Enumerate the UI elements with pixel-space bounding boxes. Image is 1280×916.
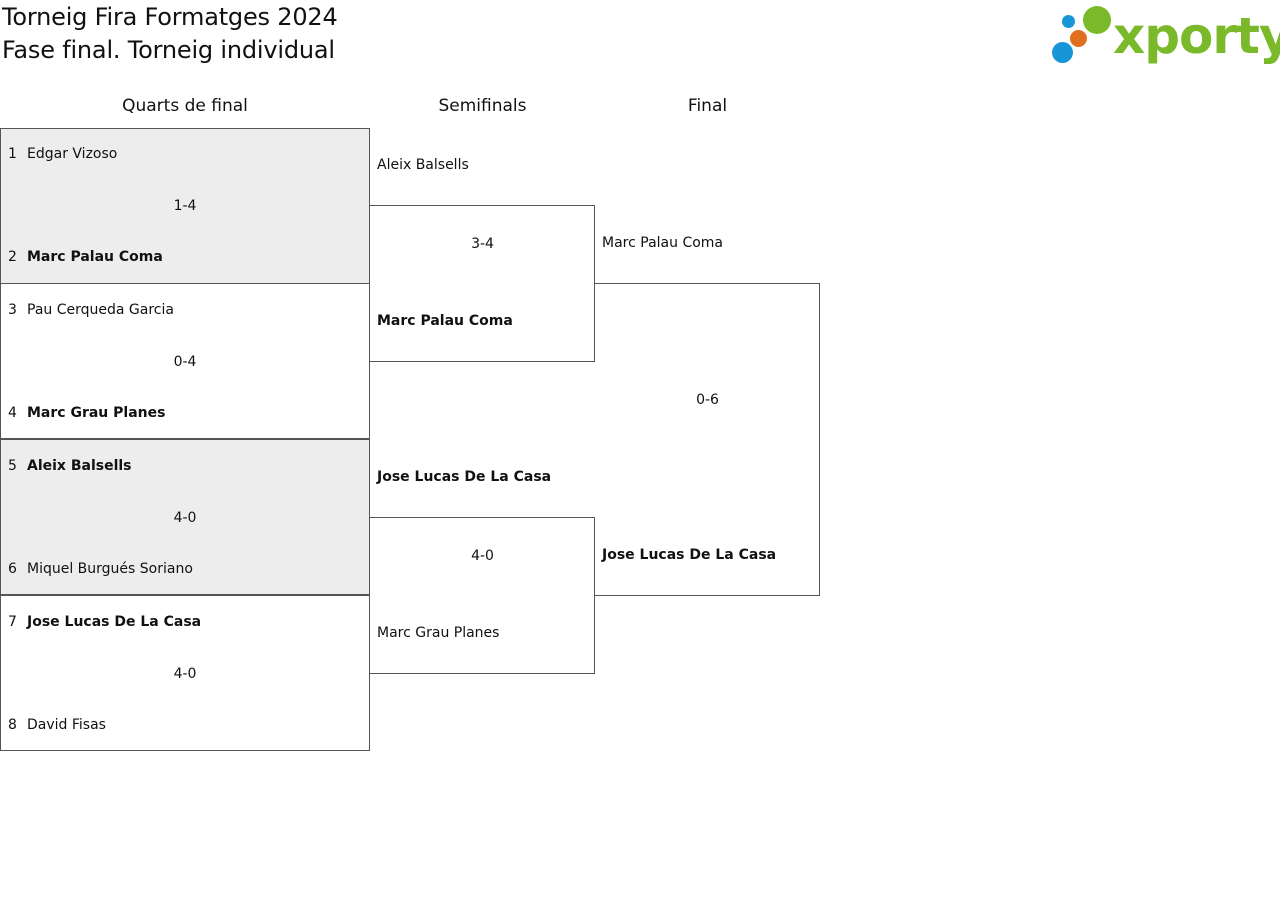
logo-wordmark: xporty: [1113, 7, 1280, 65]
sf2-score: 4-0: [471, 548, 494, 564]
final-player-1: Marc Palau Coma: [602, 235, 723, 251]
semifinal-match-1[interactable]: [370, 205, 595, 362]
qf4-player-2: 8 David Fisas: [8, 717, 106, 733]
seed-number: 7: [8, 614, 17, 630]
player-name: Miquel Burgués Soriano: [27, 561, 193, 577]
xporty-logo[interactable]: xporty: [1050, 4, 1280, 68]
qf3-score: 4-0: [173, 510, 197, 526]
logo-orange-dot: [1070, 30, 1087, 47]
sf1-player-1: Aleix Balsells: [377, 157, 469, 173]
final-match[interactable]: [595, 283, 820, 596]
seed-number: 5: [8, 458, 17, 474]
seed-number: 3: [8, 302, 17, 318]
player-name: Marc Palau Coma: [27, 249, 163, 265]
sf1-score: 3-4: [471, 236, 494, 252]
quarterfinal-match-1[interactable]: 1 Edgar Vizoso 1-4 2 Marc Palau Coma: [0, 128, 370, 284]
logo-blue-dot-small: [1062, 15, 1075, 28]
qf1-player-1: 1 Edgar Vizoso: [8, 146, 117, 162]
qf3-player-1: 5 Aleix Balsells: [8, 458, 132, 474]
qf1-player-2: 2 Marc Palau Coma: [8, 249, 163, 265]
quarterfinal-match-2[interactable]: 3 Pau Cerqueda Garcia 0-4 4 Marc Grau Plan…: [0, 283, 370, 439]
player-name: Pau Cerqueda Garcia: [27, 302, 174, 318]
quarterfinal-match-3[interactable]: 5 Aleix Balsells 4-0 6 Miquel Burgués Sori…: [0, 439, 370, 595]
logo-green-dot: [1083, 6, 1111, 34]
semifinals-heading: Semifinals: [438, 96, 527, 116]
player-name: David Fisas: [27, 717, 106, 733]
logo-blue-dot-large: [1052, 42, 1073, 63]
final-score: 0-6: [696, 392, 719, 408]
player-name: Aleix Balsells: [27, 458, 132, 474]
final-heading: Final: [687, 96, 728, 116]
quarterfinals-heading: Quarts de final: [122, 96, 248, 116]
quarterfinal-match-4[interactable]: 7 Jose Lucas De La Casa 4-0 8 David Fisas: [0, 595, 370, 751]
player-name: Jose Lucas De La Casa: [27, 614, 202, 630]
qf2-score: 0-4: [173, 354, 197, 370]
sf2-player-1: Jose Lucas De La Casa: [377, 469, 552, 485]
semifinal-match-2[interactable]: [370, 517, 595, 674]
player-name: Edgar Vizoso: [27, 146, 118, 162]
tournament-subtitle: Fase final. Torneig individual: [2, 36, 335, 64]
sf2-player-2: Marc Grau Planes: [377, 625, 500, 641]
qf4-player-1: 7 Jose Lucas De La Casa: [8, 614, 201, 630]
final-player-2: Jose Lucas De La Casa: [602, 547, 777, 563]
qf3-player-2: 6 Miquel Burgués Soriano: [8, 561, 193, 577]
qf2-player-1: 3 Pau Cerqueda Garcia: [8, 302, 174, 318]
seed-number: 1: [8, 146, 17, 162]
sf1-player-2: Marc Palau Coma: [377, 313, 513, 329]
qf4-score: 4-0: [173, 666, 197, 682]
qf1-score: 1-4: [173, 198, 197, 214]
seed-number: 6: [8, 561, 17, 577]
tournament-title: Torneig Fira Formatges 2024: [2, 3, 338, 31]
seed-number: 4: [8, 405, 17, 421]
seed-number: 8: [8, 717, 17, 733]
seed-number: 2: [8, 249, 17, 265]
player-name: Marc Grau Planes: [27, 405, 166, 421]
qf2-player-2: 4 Marc Grau Planes: [8, 405, 165, 421]
